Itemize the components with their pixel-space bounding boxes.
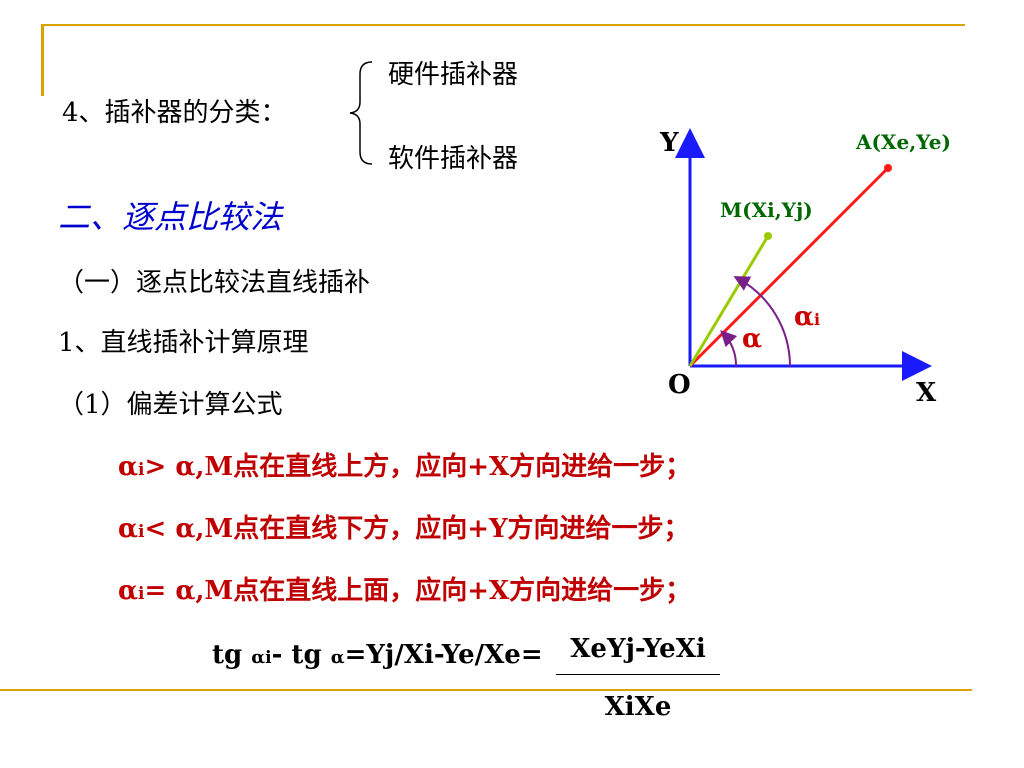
angle-alpha-label: α (742, 324, 763, 354)
rule-alpha: α (175, 514, 196, 544)
bottom-rule (0, 689, 972, 691)
point-m-label: M(Xi,Yj) (720, 198, 813, 222)
subsection-deviation-formula: （1）偏差计算公式 (58, 390, 283, 420)
rule-row-greater: αi> α,M点在直线上方，应向+X方向进给一步； (118, 446, 691, 483)
rule-alpha-i: α (118, 576, 139, 606)
left-accent-bar (41, 24, 44, 96)
formula-fraction-bar (556, 674, 720, 675)
rule-op: < (144, 514, 167, 544)
rule-op: > (144, 452, 167, 482)
rule-sub-i: i (138, 584, 145, 604)
rule-sub-i: i (138, 522, 145, 542)
origin-label: O (668, 370, 691, 400)
classification-heading: 4、插补器的分类： (62, 98, 287, 128)
rule-text: ,M点在直线上面，应向+X方向进给一步； (195, 576, 692, 606)
point-m-marker (764, 232, 772, 240)
angle-alpha-i-arc (733, 276, 791, 367)
angle-alpha-arc (720, 330, 738, 367)
subsection-principle: 1、直线插补计算原理 (58, 328, 309, 358)
classification-item-hardware: 硬件插补器 (388, 60, 519, 90)
rule-row-less: αi< α,M点在直线下方，应向+Y方向进给一步； (118, 508, 690, 545)
angle-alpha-i-label: αi (794, 302, 821, 332)
formula-numerator: XeYj-YeXi (570, 634, 706, 664)
section-title: 二、逐点比较法 (58, 198, 283, 236)
subsection-line-interp: （一）逐点比较法直线插补 (58, 268, 371, 298)
deviation-formula: tg αi- tg α=Yj/Xi-Ye/Xe= (212, 640, 543, 670)
interpolation-diagram (675, 128, 932, 381)
rule-alpha: α (175, 576, 196, 606)
classification-item-software: 软件插补器 (388, 144, 519, 174)
rule-alpha: α (175, 452, 196, 482)
top-rule (41, 24, 965, 26)
curly-brace-icon (349, 61, 373, 165)
axis-x-label: X (916, 378, 937, 408)
point-a-label: A(Xe,Ye) (856, 130, 951, 154)
point-a-marker (884, 164, 892, 172)
rule-alpha-i: α (118, 452, 139, 482)
formula-denominator: XiXe (604, 692, 672, 722)
rule-row-equal: αi= α,M点在直线上面，应向+X方向进给一步； (118, 570, 691, 607)
rule-text: ,M点在直线下方，应向+Y方向进给一步； (195, 514, 690, 544)
rule-alpha-i: α (118, 514, 139, 544)
rule-op: = (144, 576, 167, 606)
line-om (688, 235, 770, 367)
rule-sub-i: i (138, 460, 145, 480)
axis-y-label: Y (660, 128, 679, 158)
rule-text: ,M点在直线上方，应向+X方向进给一步； (195, 452, 692, 482)
